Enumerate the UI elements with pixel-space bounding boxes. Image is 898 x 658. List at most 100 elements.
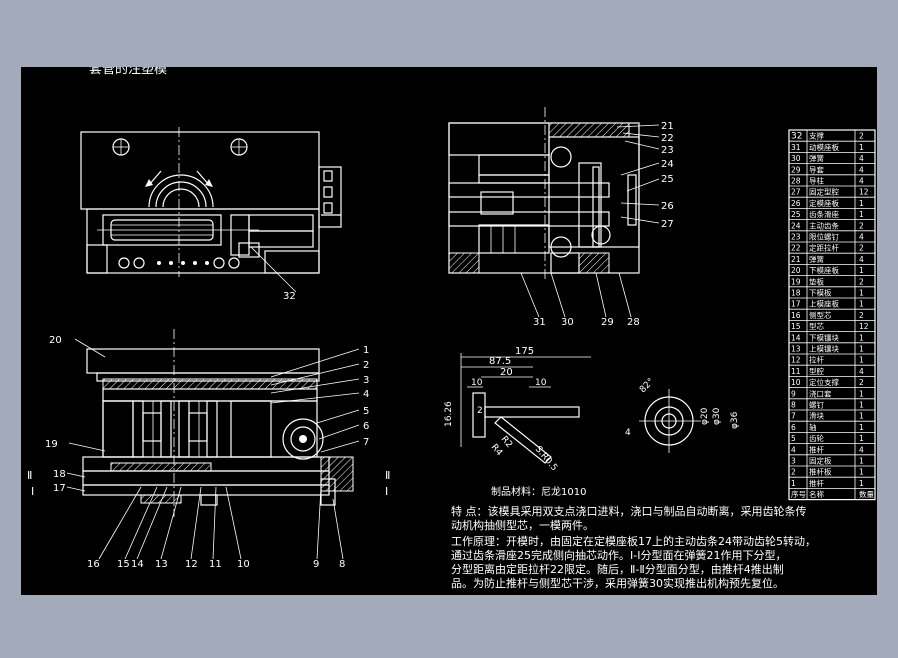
callout-10: 10 [237,559,250,570]
bom-row-12-col1: 拉杆 [809,355,824,365]
callout-1: 1 [363,345,369,356]
callout-8: 8 [339,559,345,570]
callout-23: 23 [661,145,674,156]
bom-row-10-col1: 定位支撑 [809,377,839,387]
bom-row-1-col0: 1 [791,479,796,488]
bom-row-16-col1: 侧型芯 [809,310,832,320]
bom-row-24-col1: 主动齿条 [809,220,839,230]
bom-header-col1: 名称 [809,489,824,499]
bom-row-29-col2: 4 [859,165,864,174]
callout-32: 32 [283,291,296,302]
bom-row-8-col1: 螺钉 [809,400,824,410]
bom-row-3-col0: 3 [791,457,796,466]
bom-row-8-col0: 8 [791,401,796,410]
bom-row-20-col2: 1 [859,266,864,275]
note-line-3: 工作原理：开模时，由固定在定模座板17上的主动齿条24带动齿轮5转动， [451,534,816,548]
note-line-1: 特 点：该模具采用双支点浇口进料，浇口与制品自动断离，采用齿轮条传 [451,504,807,518]
dim-4: 4 [625,428,631,438]
bom-row-19-col0: 19 [791,277,801,286]
bom-row-23-col1: 限位螺钉 [809,232,839,242]
bom-row-5-col1: 齿轮 [809,433,824,443]
bom-row-27-col2: 12 [859,188,869,197]
drawing-canvas: 套管的注塑模 32 [21,67,877,595]
callout-24: 24 [661,159,674,170]
bom-row-2-col1: 推杆板 [809,467,832,477]
top-view: 32 [80,127,342,302]
note-line-5: 分型距离由定距拉杆22限定。随后，Ⅱ-Ⅱ分型面分型，由推杆4推出制 [451,562,784,576]
bom-row-4-col1: 推杆 [809,444,824,454]
bom-row-24-col2: 2 [859,221,864,230]
callout-9: 9 [313,559,319,570]
dim-10a: 10 [471,378,483,388]
bom-row-6-col2: 1 [859,423,864,432]
bom-row-12-col0: 12 [791,356,801,365]
callout-7: 7 [363,437,369,448]
callout-12: 12 [185,559,198,570]
bom-row-20-col0: 20 [791,266,801,275]
bom-row-11-col2: 4 [859,367,864,376]
bom-row-29-col1: 导套 [809,164,824,174]
bom-row-26-col0: 26 [791,199,801,208]
section-mark-I-right: Ⅰ [385,485,388,498]
front-view: 20 1 2 3 4 5 6 7 19 18 17 Ⅱ Ⅰ Ⅱ Ⅰ [27,329,390,570]
bom-row-13-col1: 上模镶块 [809,344,839,354]
bom-row-15-col1: 型芯 [809,321,824,331]
callout-31: 31 [533,317,546,328]
bom-row-18-col2: 1 [859,289,864,298]
dim-sr: S.R0.5 [533,445,559,474]
bom-row-31-col2: 1 [859,143,864,152]
bom-row-17-col1: 上模座板 [809,299,839,309]
dim-angle: 82° [638,377,656,395]
callout-28: 28 [627,317,640,328]
note-line-4: 通过齿条滑座25完成侧向抽芯动作。Ⅰ-Ⅰ分型面在弹簧21作用下分型， [451,548,786,562]
dim-phi20: φ20 [700,407,710,425]
bom-row-7-col2: 1 [859,412,864,421]
bom-row-14-col0: 14 [791,333,801,342]
callout-22: 22 [661,133,674,144]
bom-row-17-col0: 17 [791,300,801,309]
bom-row-18-col1: 下模板 [809,288,832,298]
bom-row-6-col1: 轴 [809,422,817,432]
notes-block: 特 点：该模具采用双支点浇口进料，浇口与制品自动断离，采用齿轮条传 动机构抽侧型… [451,504,816,590]
bom-row-16-col2: 2 [859,311,864,320]
dim-175: 175 [515,346,534,357]
bom-row-31-col1: 动模座板 [809,142,839,152]
callout-27: 27 [661,219,674,230]
bom-row-20-col1: 下模座板 [809,265,839,275]
bom-row-25-col2: 1 [859,210,864,219]
bom-row-22-col2: 2 [859,244,864,253]
dim-10b: 10 [535,378,547,388]
bom-row-21-col2: 4 [859,255,864,264]
bom-row-5-col0: 5 [791,434,796,443]
bom-row-29-col0: 29 [791,165,801,174]
callout-25: 25 [661,174,674,185]
bom-row-6-col0: 6 [791,423,796,432]
bom-row-30-col0: 30 [791,154,801,163]
section-mark-II-left: Ⅱ [27,469,32,482]
bom-row-2-col2: 1 [859,468,864,477]
bom-row-3-col1: 固定板 [809,456,832,466]
bom-row-27-col1: 固定型腔 [809,187,839,197]
bom-header-col2: 数量 [859,489,874,499]
bom-row-15-col2: 12 [859,322,869,331]
bom-row-19-col2: 2 [859,277,864,286]
bom-row-16-col0: 16 [791,311,801,320]
bom-row-26-col1: 定模座板 [809,198,839,208]
callout-5: 5 [363,406,369,417]
bom-row-9-col2: 1 [859,389,864,398]
bom-row-32-col0: 32 [791,132,802,142]
bom-row-24-col0: 24 [791,221,801,230]
dim-phi30: φ30 [712,407,722,425]
callout-4: 4 [363,389,369,400]
bom-row-1-col1: 推杆 [809,478,824,488]
dim-2: 2 [477,406,483,416]
callout-13: 13 [155,559,168,570]
callout-26: 26 [661,201,674,212]
bom-row-5-col2: 1 [859,434,864,443]
note-line-2: 动机构抽侧型芯，一模两件。 [451,518,594,532]
bom-row-7-col1: 滑块 [809,411,824,421]
bom-row-21-col0: 21 [791,255,801,264]
bom-header-col0: 序号 [791,489,806,499]
section-mark-II-right: Ⅱ [385,469,390,482]
section-mark-I-left: Ⅰ [31,485,34,498]
